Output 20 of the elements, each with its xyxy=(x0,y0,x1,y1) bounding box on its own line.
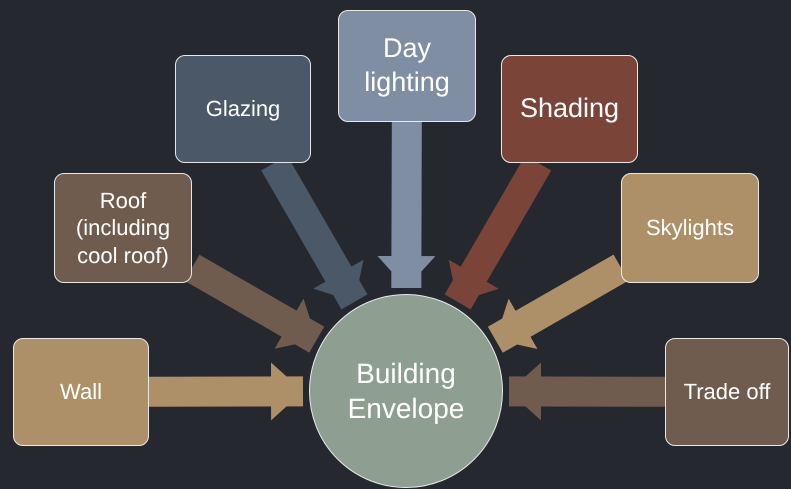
topic-box xyxy=(338,10,476,122)
node-label: Wall xyxy=(59,378,103,406)
topic-box xyxy=(621,173,759,283)
block-arrow xyxy=(184,254,324,353)
block-arrow xyxy=(488,254,628,353)
node-label: Building Envelope xyxy=(346,357,466,426)
node-label: Glazing xyxy=(204,95,282,124)
node-label: Roof (including cool roof) xyxy=(74,186,172,270)
node-label: Skylights xyxy=(644,214,736,242)
block-arrow xyxy=(508,362,666,420)
node-label: Shading xyxy=(518,92,620,126)
node-label: Trade off xyxy=(682,378,772,406)
block-arrow xyxy=(377,122,436,288)
topic-box xyxy=(501,55,638,163)
topic-box xyxy=(665,338,789,446)
topic-box xyxy=(54,173,192,283)
block-arrow xyxy=(148,362,304,420)
topic-box xyxy=(13,338,149,446)
topic-box xyxy=(175,55,311,163)
node-label: Day lighting xyxy=(363,32,451,99)
